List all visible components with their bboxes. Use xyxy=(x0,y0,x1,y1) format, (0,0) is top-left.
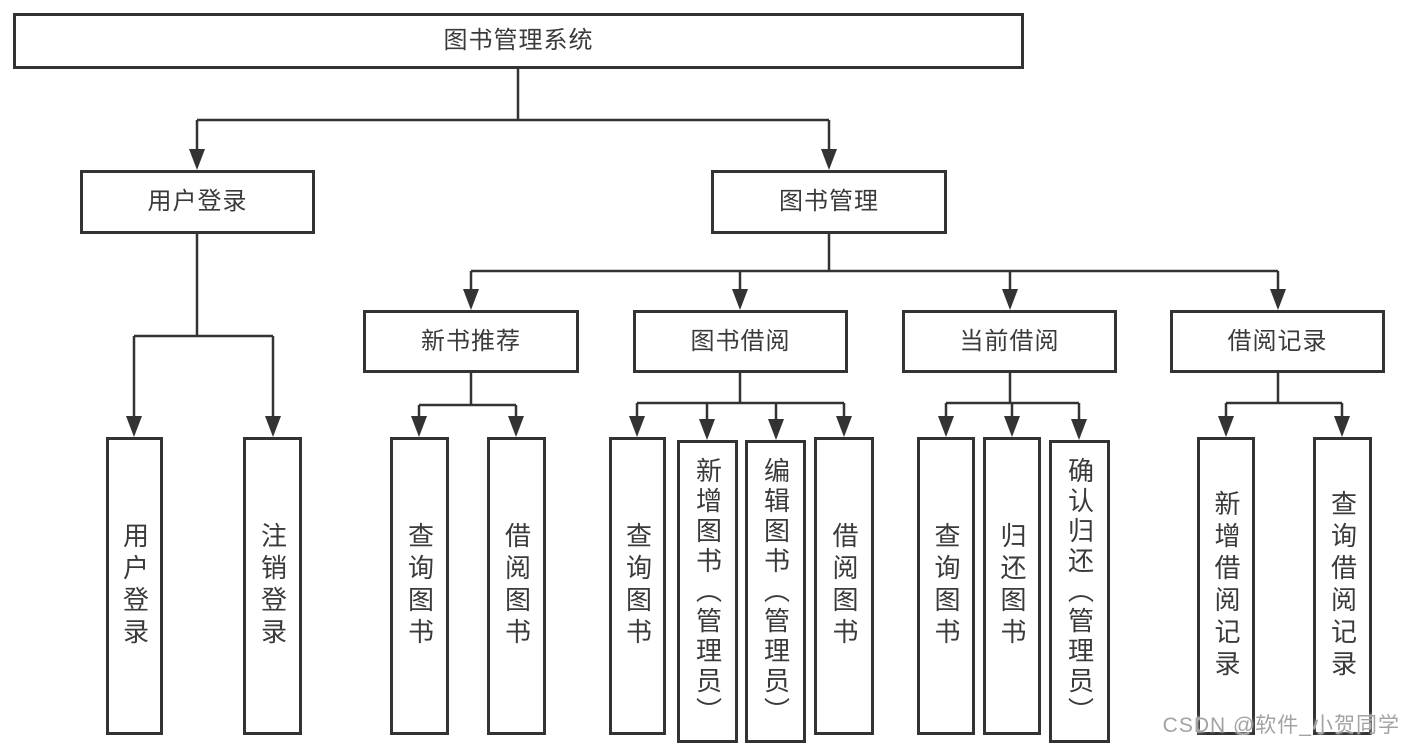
leaf-add-borrow-record: 新增借阅记录 xyxy=(1197,437,1255,735)
node-label: 当前借阅 xyxy=(959,327,1060,355)
leaf-label: 新增借阅记录 xyxy=(1211,490,1241,682)
leaf-add-book-admin: 新增图书（管理员） xyxy=(677,440,738,743)
node-book-management: 图书管理 xyxy=(711,170,947,234)
node-root-library-system: 图书管理系统 xyxy=(13,13,1024,69)
node-label: 图书管理系统 xyxy=(443,27,594,54)
leaf-label: 归还图书 xyxy=(997,522,1027,650)
leaf-edit-book-admin: 编辑图书（管理员） xyxy=(745,440,806,743)
csdn-watermark: CSDN @软件_小贺同学 xyxy=(1162,714,1400,737)
leaf-query-books-borrowing: 查询图书 xyxy=(609,437,666,735)
leaf-borrow-books-borrowing: 借阅图书 xyxy=(814,437,874,735)
node-new-book-recommendation: 新书推荐 xyxy=(363,310,579,373)
leaf-query-books-current: 查询图书 xyxy=(917,437,975,735)
node-label: 图书借阅 xyxy=(690,327,791,355)
leaf-label: 查询图书 xyxy=(622,522,653,650)
node-label: 用户登录 xyxy=(147,188,248,215)
leaf-logout-login: 注销登录 xyxy=(243,437,302,735)
node-label: 图书管理 xyxy=(779,188,879,215)
leaf-label: 查询图书 xyxy=(404,522,435,650)
leaf-borrow-books-recommend: 借阅图书 xyxy=(487,437,546,735)
leaf-label: 注销登录 xyxy=(257,522,288,650)
leaf-query-books-recommend: 查询图书 xyxy=(390,437,449,735)
leaf-label: 用户登录 xyxy=(119,522,150,650)
leaf-label: 借阅图书 xyxy=(501,522,532,650)
leaf-label: 借阅图书 xyxy=(829,522,859,650)
node-book-borrowing: 图书借阅 xyxy=(633,310,848,373)
leaf-return-books: 归还图书 xyxy=(983,437,1041,735)
node-user-login: 用户登录 xyxy=(80,170,315,234)
leaf-label: 新增图书（管理员） xyxy=(692,456,723,727)
node-label: 新书推荐 xyxy=(421,327,521,355)
leaf-label: 查询图书 xyxy=(931,522,961,650)
leaf-query-borrow-record: 查询借阅记录 xyxy=(1313,437,1372,735)
leaf-label: 确认归还（管理员） xyxy=(1064,456,1095,727)
node-label: 借阅记录 xyxy=(1227,327,1328,355)
leaf-user-login: 用户登录 xyxy=(106,437,163,735)
node-current-borrowing: 当前借阅 xyxy=(902,310,1117,373)
node-borrowing-records: 借阅记录 xyxy=(1170,310,1385,373)
leaf-confirm-return-admin: 确认归还（管理员） xyxy=(1049,440,1110,743)
leaf-label: 查询借阅记录 xyxy=(1327,490,1358,682)
leaf-label: 编辑图书（管理员） xyxy=(760,456,791,727)
